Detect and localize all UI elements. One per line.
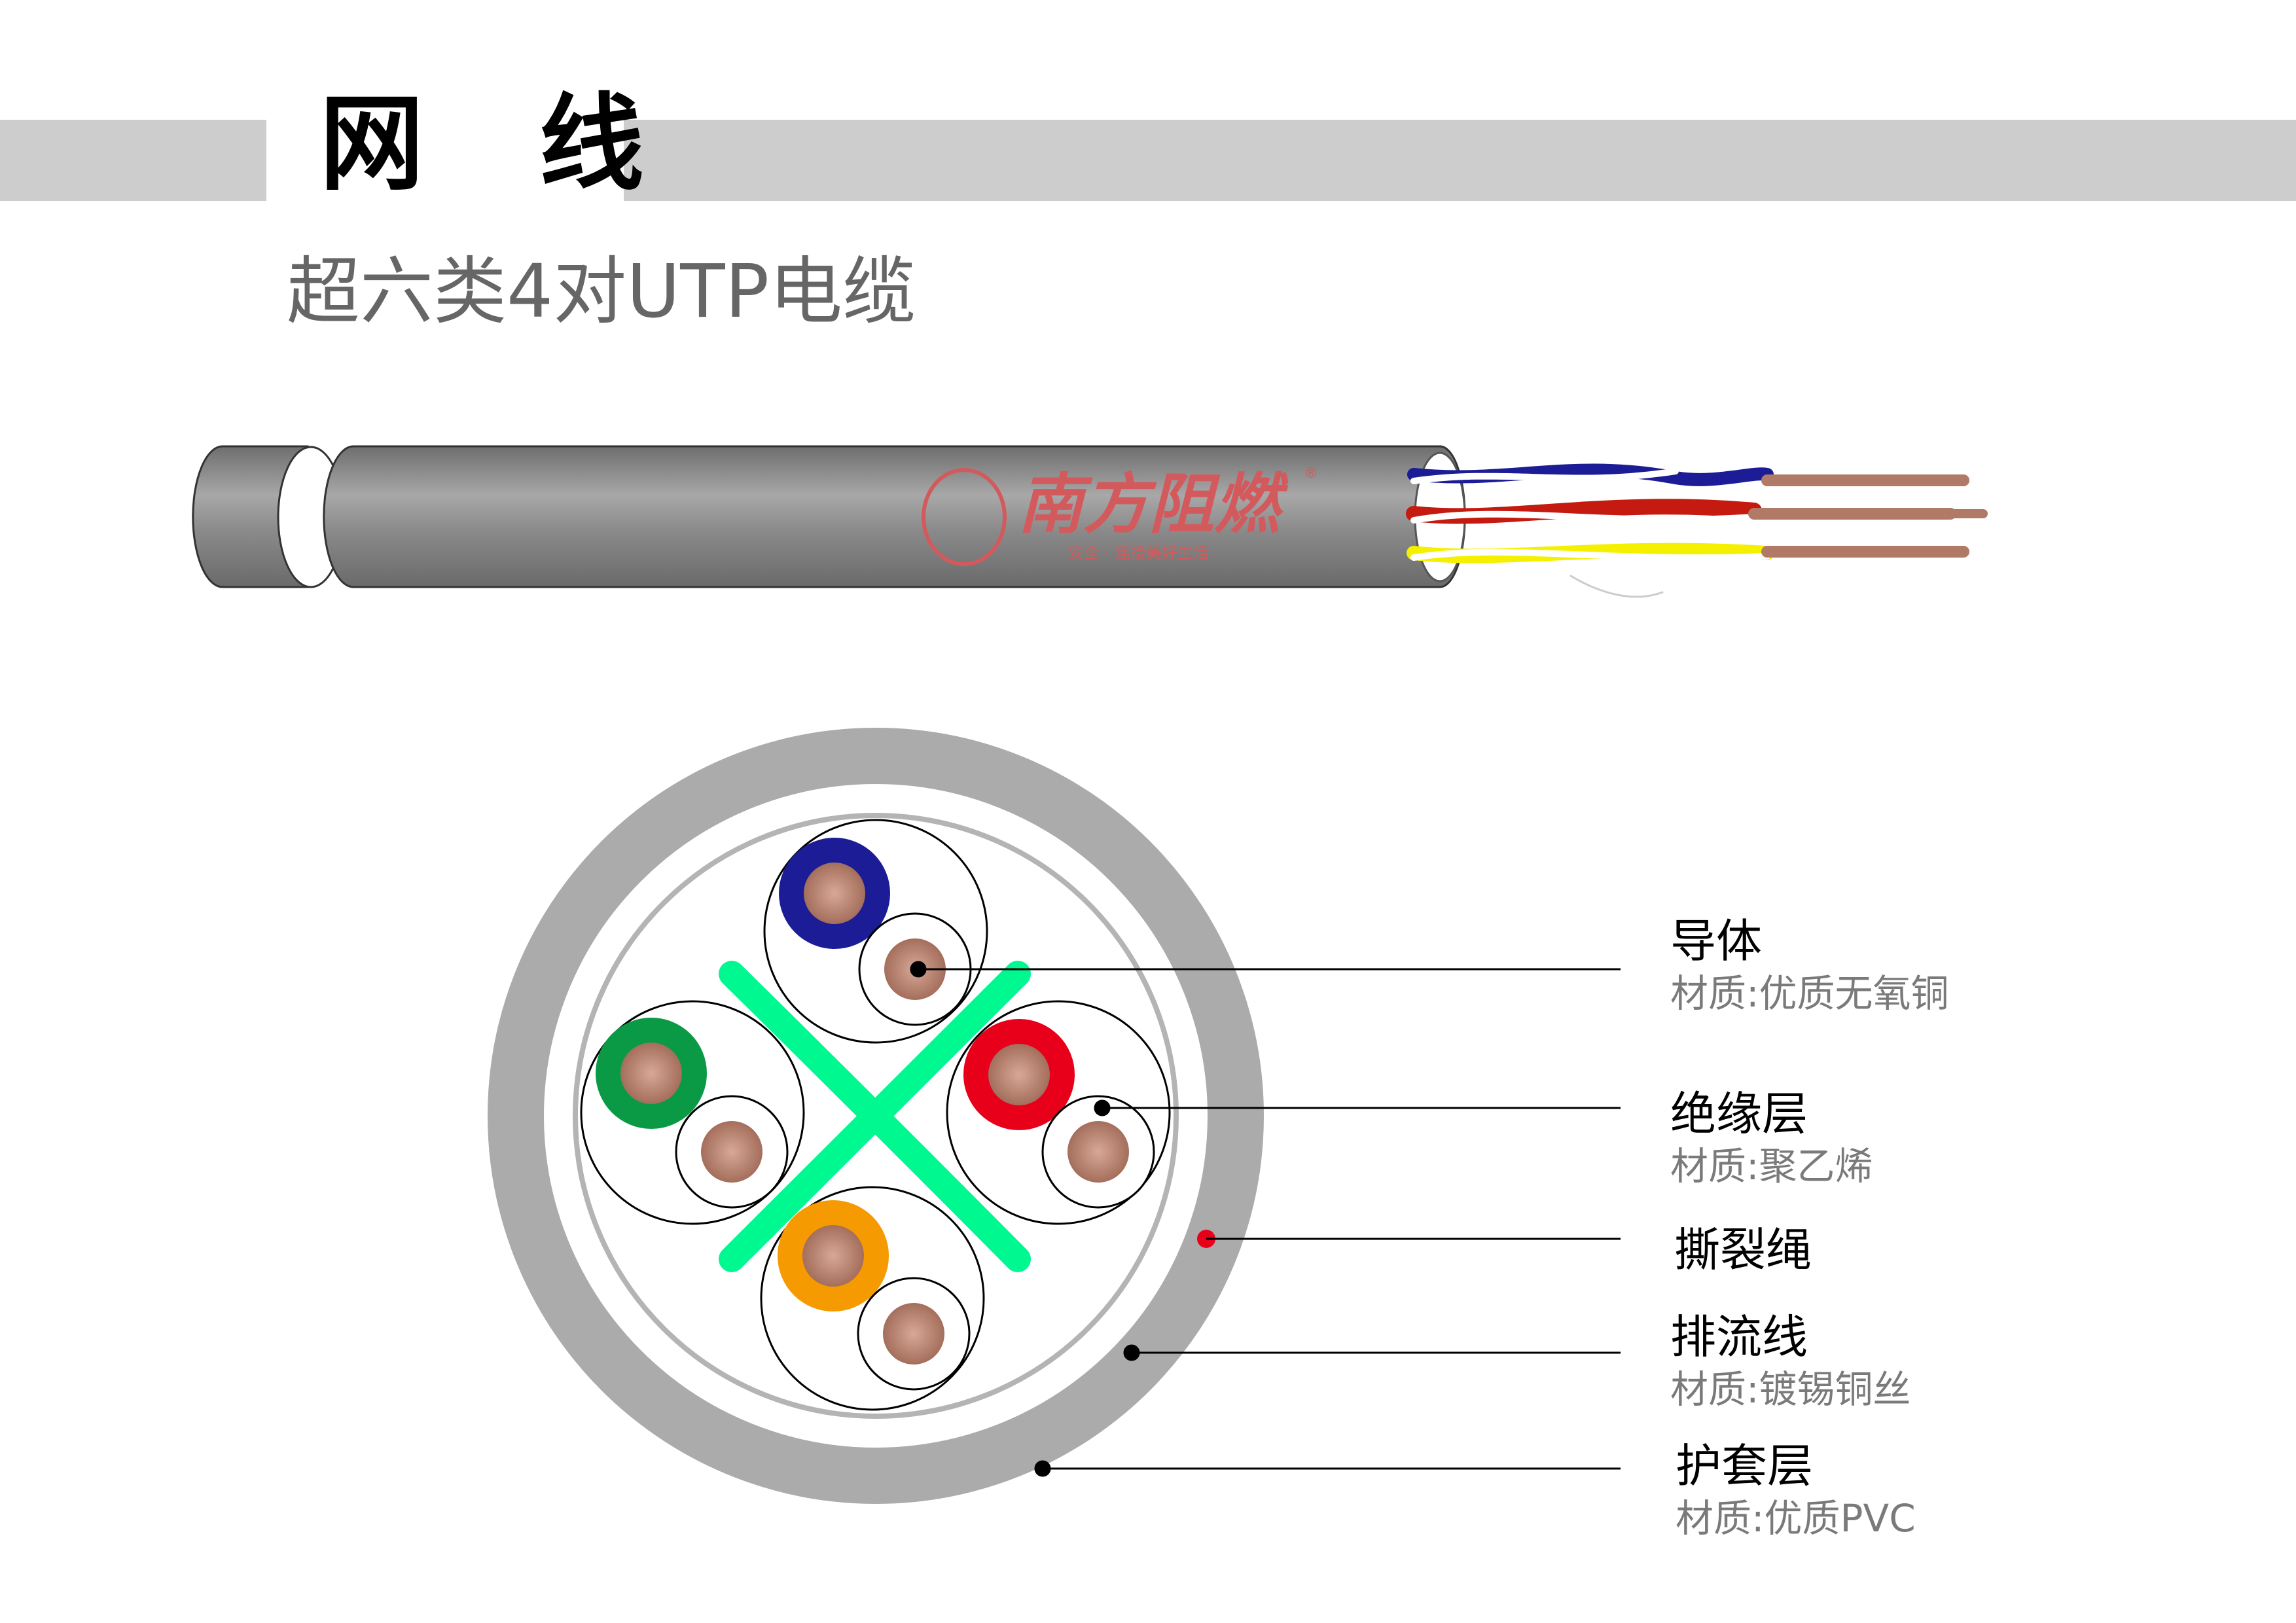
drain-wire-ring: [573, 813, 1179, 1419]
cable-jacket: [323, 445, 1466, 588]
rabbit-logo-icon: [922, 468, 1007, 566]
pair-bottom: [760, 1186, 985, 1411]
label-title: 护套层: [1676, 1439, 1813, 1493]
label-insulation: 绝缘层 材质:聚乙烯: [1670, 1088, 1873, 1188]
label-material: 材质:优质无氧铜: [1670, 971, 1949, 1016]
pair-right: [946, 1000, 1171, 1225]
label-material: 材质:优质PVC: [1676, 1495, 1916, 1541]
registered-mark: ®: [1304, 465, 1318, 482]
label-title: 排流线: [1670, 1310, 1808, 1364]
header-bar-left: [0, 120, 266, 201]
label-title: 导体: [1670, 914, 1762, 968]
outer-jacket: [488, 728, 1264, 1504]
cable-side-view: 南方阻燃 ® 安全 · 连接美好生活: [192, 445, 1988, 598]
label-drain-wire: 排流线 材质:镀锡铜丝: [1670, 1311, 1911, 1411]
brand-slogan: 安全 · 连接美好生活: [1068, 544, 1209, 562]
label-jacket: 护套层 材质:优质PVC: [1676, 1440, 1916, 1540]
brand-name: 南方阻燃: [1018, 466, 1289, 543]
page-title: 网 线: [319, 82, 683, 205]
label-title: 撕裂绳: [1674, 1223, 1812, 1277]
brand-logo: 南方阻燃 ® 安全 · 连接美好生活: [922, 465, 1318, 566]
pair-left: [580, 1000, 805, 1225]
label-material: 材质:聚乙烯: [1670, 1143, 1873, 1188]
header-bar-right: [624, 120, 2296, 201]
label-title: 绝缘层: [1670, 1087, 1808, 1141]
cross-filler: [719, 961, 1031, 1272]
label-ripcord: 撕裂绳: [1674, 1224, 1812, 1277]
cable-end-cap: [192, 445, 309, 588]
label-material: 材质:镀锡铜丝: [1670, 1366, 1911, 1412]
pair-top: [763, 819, 988, 1044]
leader-lines: [910, 961, 1621, 1477]
cable-cross-section: [488, 728, 1621, 1504]
twisted-pairs: [1406, 463, 1988, 598]
page-subtitle: 超六类4对UTP电缆: [287, 249, 916, 334]
label-conductor: 导体 材质:优质无氧铜: [1670, 915, 1949, 1015]
